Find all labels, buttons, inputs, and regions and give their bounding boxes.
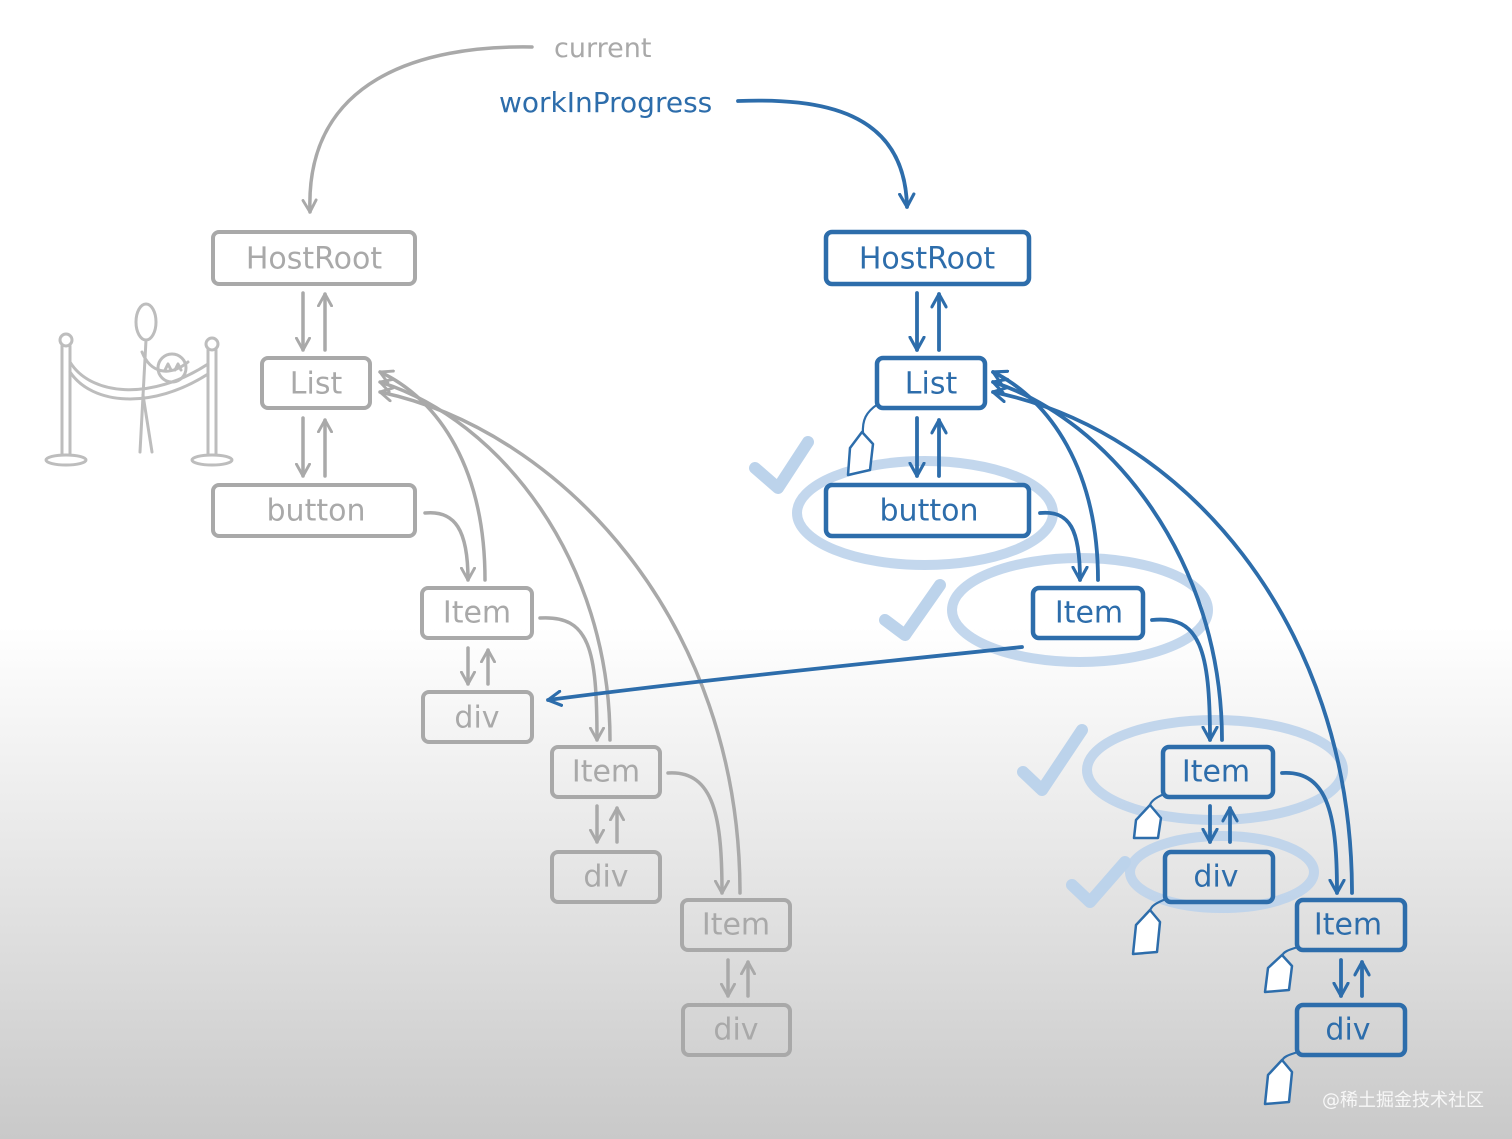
current-node-item-3: Item	[680, 898, 792, 952]
completed-highlight-div-2	[1125, 831, 1319, 913]
wip-node-div-2: div	[1162, 849, 1276, 905]
current-node-item-1: Item	[420, 586, 534, 640]
current-node-hostroot: HostRoot	[211, 230, 417, 286]
current-button-sibling-arrow	[423, 511, 468, 582]
wip-node-list: List	[874, 355, 988, 411]
current-list-label: List	[290, 367, 343, 402]
current-node-div-1: div	[421, 690, 534, 744]
wip-node-item-3: Item	[1294, 897, 1408, 953]
wip-item-3-label: Item	[1314, 908, 1382, 943]
wip-list-label: List	[905, 367, 958, 402]
check-mark-icon	[1017, 724, 1088, 796]
check-mark-icon	[879, 579, 946, 641]
wip-item-2-label: Item	[1182, 755, 1250, 790]
current-node-item-2: Item	[550, 745, 662, 799]
current-div-2-label: div	[583, 860, 628, 895]
wip-item1-sibling-arrow	[1150, 617, 1210, 742]
current-node-div-3: div	[681, 1003, 792, 1057]
wip-button-label: button	[880, 494, 979, 529]
check-mark-icon	[749, 436, 814, 494]
tag-icon	[846, 402, 880, 477]
current-item2-return-arrow	[378, 382, 612, 742]
current-div-1-label: div	[454, 701, 499, 736]
wip-item1-return-arrow	[991, 372, 1100, 582]
work-in-progress-label: workInProgress	[499, 86, 712, 119]
wip-node-hostroot: HostRoot	[823, 229, 1032, 287]
tag-icon	[1131, 897, 1168, 956]
work-in-progress-pointer-arrow	[736, 98, 907, 209]
current-item1-sibling-arrow	[538, 616, 597, 742]
current-item-3-label: Item	[702, 908, 770, 943]
wip-item-1-label: Item	[1055, 596, 1123, 631]
wip-node-button: button	[823, 482, 1032, 539]
wip-div-2-label: div	[1193, 860, 1238, 895]
current-pointer-arrow	[310, 45, 534, 214]
current-div-3-label: div	[713, 1013, 758, 1048]
current-item1-return-arrow	[378, 372, 487, 582]
current-node-button: button	[211, 483, 417, 538]
completed-highlight-item-2	[1082, 715, 1348, 825]
wip-div-3-label: div	[1325, 1013, 1370, 1048]
current-item2-sibling-arrow	[666, 771, 722, 895]
current-item-2-label: Item	[572, 755, 640, 790]
current-node-list: List	[260, 356, 372, 410]
wip-node-item-2: Item	[1160, 744, 1276, 800]
check-mark-icon	[1066, 856, 1131, 908]
current-node-div-2: div	[550, 850, 662, 904]
wip-button-sibling-arrow	[1038, 510, 1080, 582]
current-button-label: button	[267, 494, 366, 529]
current-hostroot-label: HostRoot	[246, 242, 383, 277]
current-item3-return-arrow	[378, 392, 742, 895]
wip-item3-return-arrow	[991, 392, 1354, 895]
wip-node-item-1: Item	[1030, 585, 1146, 641]
wip-node-div-3: div	[1294, 1002, 1408, 1058]
current-label: current	[554, 33, 651, 64]
wip-hostroot-label: HostRoot	[859, 242, 996, 277]
stick-figure-rope-icon	[44, 302, 234, 467]
wip-item1-to-current-div-arrow	[546, 645, 1024, 700]
current-item-1-label: Item	[443, 596, 511, 631]
watermark: @稀土掘金技术社区	[1322, 1090, 1484, 1111]
tag-icon	[1263, 945, 1300, 994]
wip-item2-sibling-arrow	[1280, 771, 1337, 895]
